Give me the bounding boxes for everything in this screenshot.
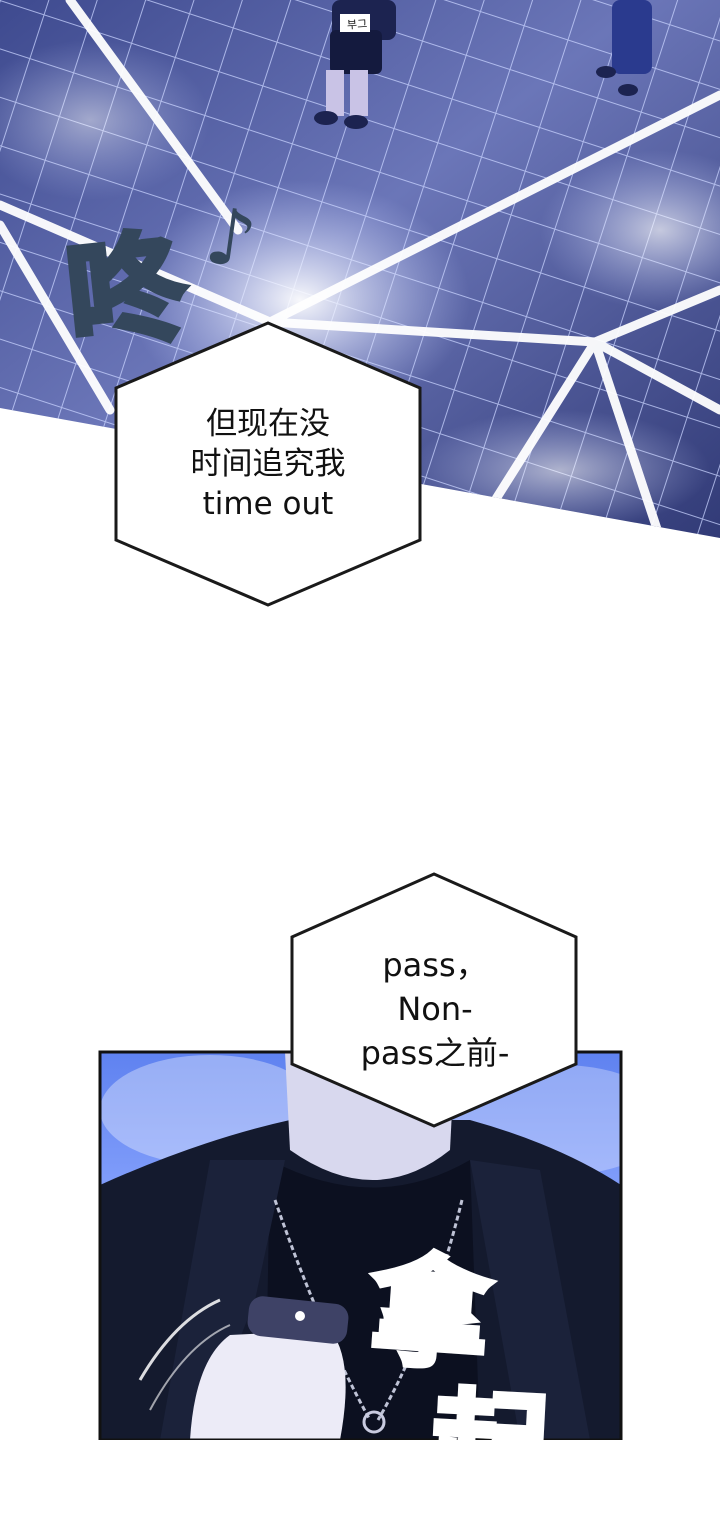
- speech-bubble-2-text: pass， Non- pass之前-: [360, 946, 510, 1072]
- stage-floor: [0, 0, 720, 538]
- speech-bubble-1-shape: [114, 321, 422, 607]
- figure-with-bib: [314, 0, 396, 129]
- stage-panel-art: [0, 0, 720, 1440]
- sfx-grab-2: 起: [425, 1373, 556, 1523]
- bib-label: 부그: [346, 17, 368, 32]
- figure-right: [596, 0, 652, 96]
- character-panel-art: [100, 1052, 621, 1440]
- speech-bubble-2-shape: [290, 872, 578, 1128]
- sfx-dong: 咚: [57, 214, 191, 369]
- speech-bubble-1-text: 但现在没 时间追究我 time out: [190, 406, 346, 522]
